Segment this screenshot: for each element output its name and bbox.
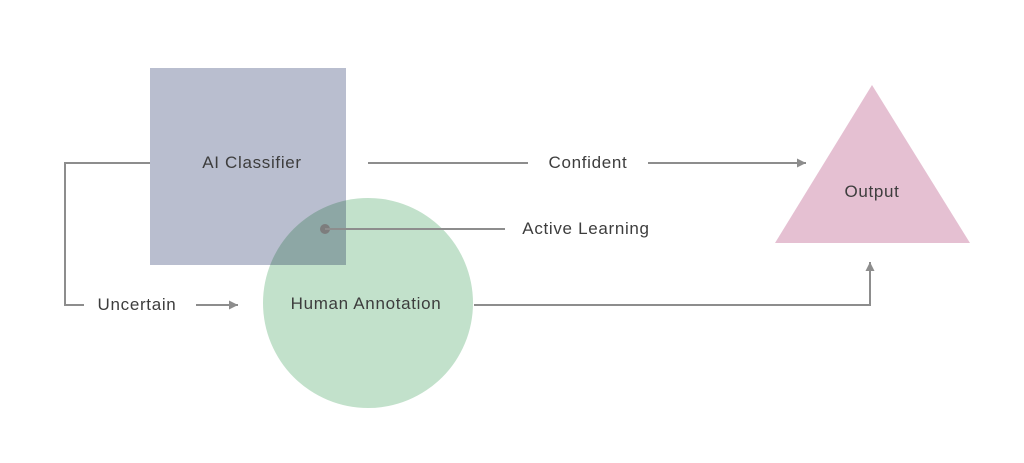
confident-edge-label: Confident — [548, 153, 628, 172]
human-annotation-circle — [263, 198, 473, 408]
annotation-to-output-edge — [474, 262, 875, 306]
output-label: Output — [844, 182, 900, 201]
uncertain-edge-label: Uncertain — [97, 295, 177, 314]
output-triangle — [775, 85, 970, 243]
human-annotation-label: Human Annotation — [290, 294, 442, 313]
ai-classifier-label: AI Classifier — [202, 153, 302, 172]
uncertain-edge-loop — [64, 162, 150, 306]
active-learning-edge-label: Active Learning — [522, 219, 650, 238]
